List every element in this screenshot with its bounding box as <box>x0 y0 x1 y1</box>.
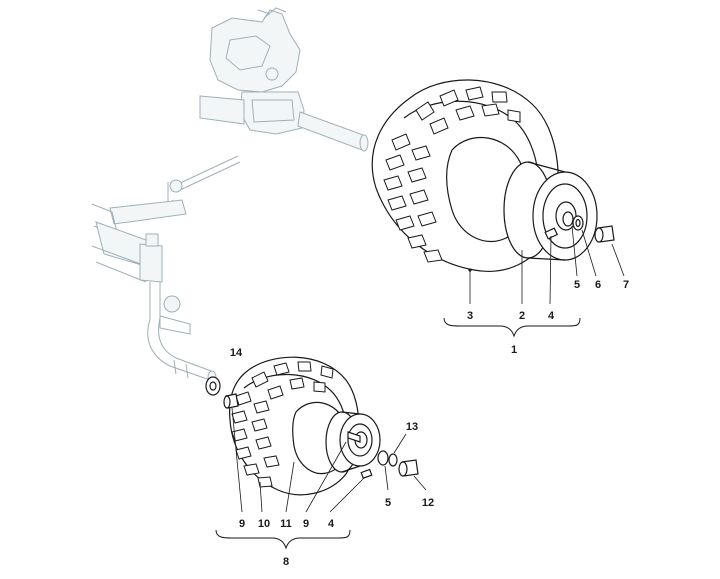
callout-5-front: 5 <box>385 497 391 509</box>
callout-2: 2 <box>519 310 525 322</box>
bolt-4-front <box>360 468 373 479</box>
rear-callout-labels: 3 2 4 5 6 7 <box>467 279 629 322</box>
callout-13: 13 <box>406 421 418 433</box>
callout-4-front: 4 <box>328 518 335 530</box>
bolt-4-rear <box>544 227 559 240</box>
leader-dot <box>468 268 472 272</box>
callout-5: 5 <box>574 279 580 291</box>
front-tire-tread-blocks <box>231 361 334 488</box>
rear-leaders <box>469 225 625 305</box>
rear-group-brace <box>443 317 581 338</box>
ring-6-rear <box>572 215 584 231</box>
washer-5-rear <box>562 211 574 227</box>
front-rim <box>325 411 381 473</box>
callout-14: 14 <box>230 347 243 359</box>
callout-4: 4 <box>548 310 555 322</box>
callout-12: 12 <box>422 497 434 509</box>
clip-13 <box>388 453 398 467</box>
front-group-brace <box>215 529 351 550</box>
callout-10: 10 <box>258 518 270 530</box>
callout-3: 3 <box>467 310 473 322</box>
bushing-9-left <box>223 393 239 409</box>
callout-9-right: 9 <box>303 518 309 530</box>
callout-11: 11 <box>280 518 292 530</box>
callout-9-left: 9 <box>239 518 245 530</box>
callout-7: 7 <box>623 279 629 291</box>
ghost-transaxle <box>199 7 369 152</box>
rear-tire-tread-blocks <box>383 86 521 263</box>
cap-7-rear <box>594 225 615 243</box>
front-callout-labels: 14 13 9 10 11 9 4 5 12 <box>230 347 434 530</box>
callout-8: 8 <box>283 556 289 568</box>
callout-1: 1 <box>511 344 517 356</box>
callout-6: 6 <box>595 279 601 291</box>
bushing-9-right <box>347 431 361 443</box>
bearing-14 <box>205 376 221 396</box>
front-leaders <box>231 407 427 513</box>
front-hub-parts <box>205 376 419 479</box>
washer-5-front <box>377 450 389 466</box>
cap-12 <box>398 459 419 477</box>
ghost-steering-linkage <box>91 155 241 384</box>
rear-hub-parts <box>544 211 615 243</box>
